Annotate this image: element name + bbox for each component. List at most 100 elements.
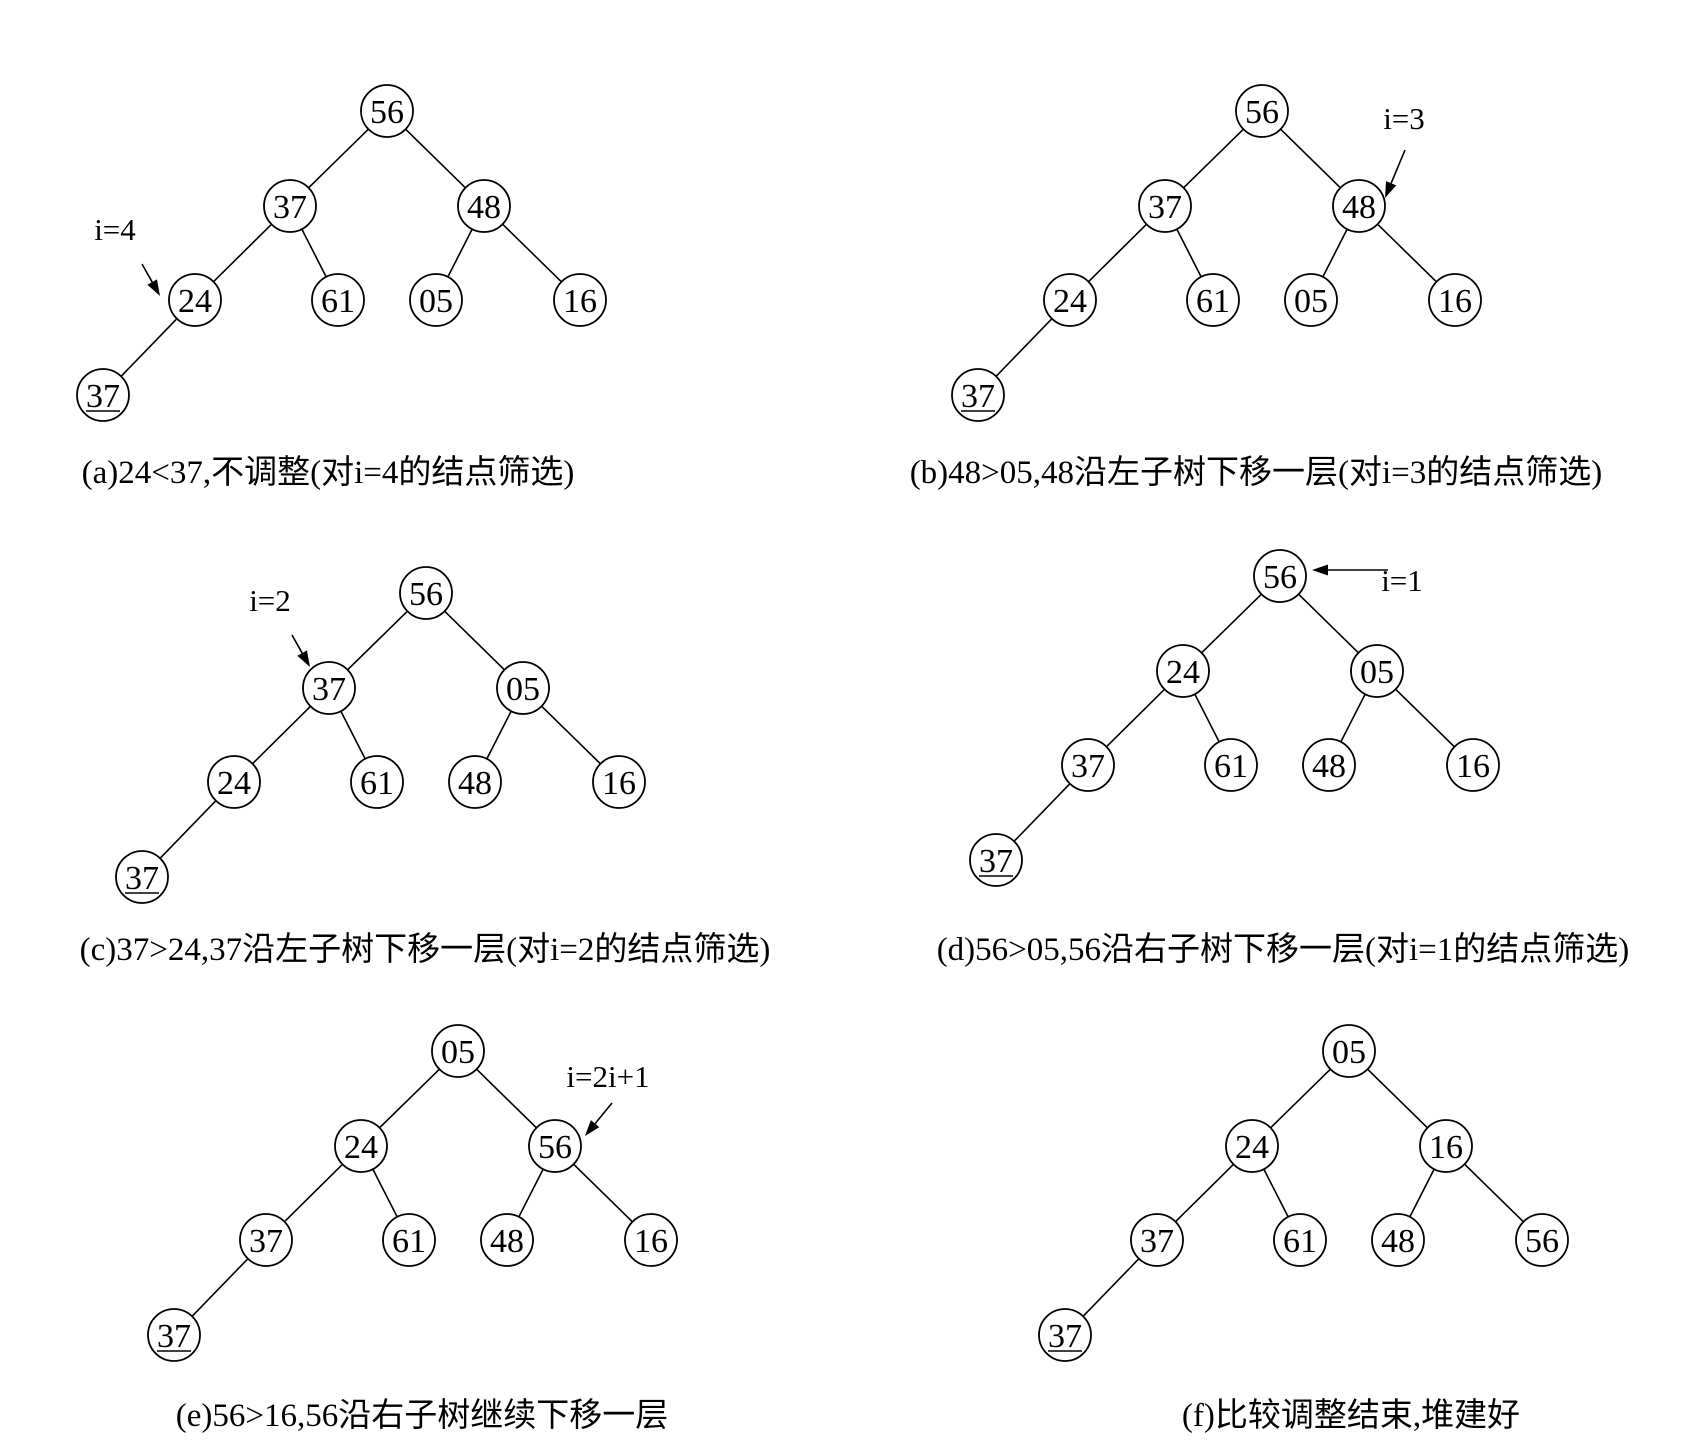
node-circle — [360, 84, 414, 138]
marker-label: i=2i+1 — [566, 1059, 649, 1094]
node-circle — [147, 1308, 201, 1362]
tree-node: 37 — [115, 850, 169, 904]
tree-node: 48 — [1371, 1213, 1425, 1267]
tree-node: 48 — [1332, 179, 1386, 233]
node-circle — [239, 1213, 293, 1267]
tree-edge — [308, 128, 369, 189]
node-circle — [448, 755, 502, 809]
node-circle — [263, 179, 317, 233]
node-value: 48 — [458, 765, 492, 802]
node-value: 56 — [1525, 1223, 1559, 1260]
pointer-marker: i=2i+1 — [566, 1059, 650, 1136]
node-circle — [480, 1213, 534, 1267]
node-value: 05 — [441, 1034, 475, 1071]
node-value: 24 — [344, 1129, 378, 1166]
tree-node: 24 — [168, 273, 222, 327]
node-value: 37 — [157, 1318, 191, 1355]
tree-node: 37 — [239, 1213, 293, 1267]
node-circle — [1138, 179, 1192, 233]
tree-edge — [518, 1168, 544, 1218]
node-circle — [399, 566, 453, 620]
node-circle — [168, 273, 222, 327]
node-value: 37 — [1140, 1223, 1174, 1260]
node-value: 56 — [538, 1129, 572, 1166]
node-value: 56 — [409, 576, 443, 613]
node-value: 37 — [1048, 1318, 1082, 1355]
tree-node: 24 — [1043, 273, 1097, 327]
node-circle — [1204, 738, 1258, 792]
node-circle — [350, 755, 404, 809]
tree-node: 61 — [311, 273, 365, 327]
tree-edge — [347, 610, 408, 671]
tree-node: 16 — [1419, 1119, 1473, 1173]
tree-node: 16 — [553, 273, 607, 327]
tree-edge — [301, 228, 327, 278]
node-circle — [1130, 1213, 1184, 1267]
node-circle — [1038, 1308, 1092, 1362]
node-value: 24 — [1166, 654, 1200, 691]
tree-node: 16 — [624, 1213, 678, 1267]
node-value: 24 — [217, 765, 251, 802]
tree-edge — [1263, 1168, 1289, 1218]
node-circle — [1253, 549, 1307, 603]
tree-edge — [1082, 1258, 1140, 1317]
tree-node: 37 — [147, 1308, 201, 1362]
pointer-marker: i=1 — [1312, 563, 1423, 598]
tree-node: 05 — [1284, 273, 1338, 327]
tree-edge — [1395, 688, 1455, 748]
node-value: 56 — [1263, 559, 1297, 596]
marker-label: i=2 — [249, 583, 291, 618]
tree-node: 56 — [399, 566, 453, 620]
node-value: 37 — [312, 671, 346, 708]
node-circle — [592, 755, 646, 809]
node-circle — [207, 755, 261, 809]
arrow-shaft — [1390, 149, 1406, 184]
tree-edge — [1464, 1163, 1524, 1223]
tree-node: 56 — [360, 84, 414, 138]
arrow-head — [585, 1120, 600, 1136]
tree-edge — [444, 610, 505, 671]
node-value: 61 — [321, 283, 355, 320]
node-circle — [1186, 273, 1240, 327]
tree-edge — [283, 1163, 344, 1223]
node-value: 24 — [1235, 1129, 1269, 1166]
node-value: 61 — [1283, 1223, 1317, 1260]
tree-edge — [502, 223, 562, 283]
pointer-marker: i=3 — [1383, 101, 1425, 198]
node-circle — [528, 1119, 582, 1173]
node-value: 48 — [490, 1223, 524, 1260]
tree-edge — [1174, 1163, 1235, 1223]
tree-edge — [1176, 228, 1202, 278]
tree-edge — [120, 318, 178, 377]
node-circle — [1273, 1213, 1327, 1267]
node-circle — [302, 661, 356, 715]
node-value: 48 — [1342, 189, 1376, 226]
pointer-marker: i=4 — [94, 212, 160, 296]
tree-edge — [447, 228, 473, 278]
tree-node: 48 — [457, 179, 511, 233]
tree-node: 05 — [1350, 644, 1404, 698]
arrow-head — [297, 650, 310, 667]
node-circle — [457, 179, 511, 233]
node-circle — [969, 833, 1023, 887]
node-value: 05 — [1294, 283, 1328, 320]
tree-node: 37 — [951, 368, 1005, 422]
marker-label: i=1 — [1381, 563, 1423, 598]
marker-label: i=3 — [1383, 101, 1425, 136]
marker-label: i=4 — [94, 212, 136, 247]
tree-edge — [1013, 783, 1071, 842]
tree-node: 61 — [1186, 273, 1240, 327]
tree-node: 16 — [592, 755, 646, 809]
node-value: 16 — [1456, 748, 1490, 785]
node-value: 61 — [360, 765, 394, 802]
tree-node: 05 — [1322, 1024, 1376, 1078]
tree-edge — [251, 705, 312, 765]
tree-edge — [573, 1163, 633, 1223]
tree-edge — [159, 800, 217, 859]
tree-node: 24 — [334, 1119, 388, 1173]
node-circle — [382, 1213, 436, 1267]
tree-node: 48 — [448, 755, 502, 809]
